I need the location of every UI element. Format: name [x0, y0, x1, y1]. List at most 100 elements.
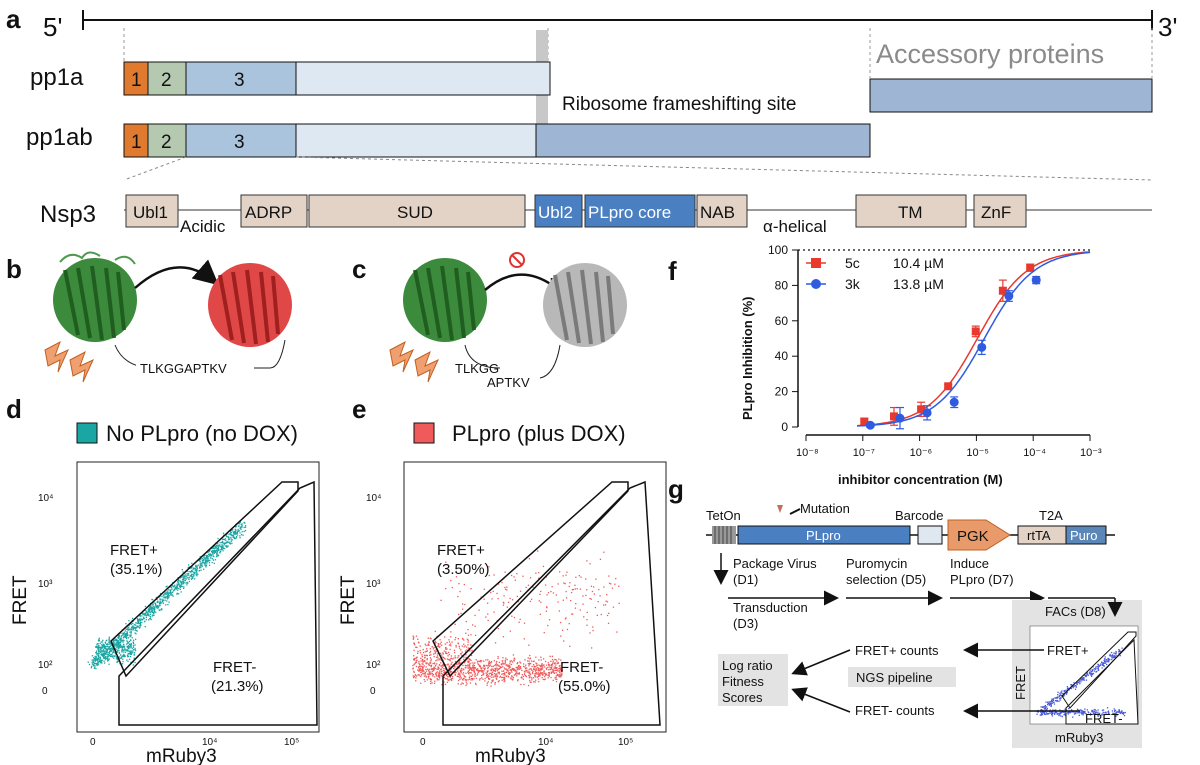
event-dot — [126, 645, 128, 647]
event-dot — [544, 678, 546, 680]
event-dot — [125, 623, 127, 625]
event-dot — [213, 550, 216, 553]
event-dot — [87, 661, 89, 663]
event-dot — [1079, 683, 1081, 685]
event-dot — [145, 616, 147, 619]
mutation-marker-icon — [777, 505, 783, 513]
event-dot — [99, 651, 101, 653]
event-dot — [562, 575, 564, 577]
event-dot — [433, 667, 436, 669]
event-dot — [1081, 709, 1083, 712]
event-dot — [1114, 709, 1117, 711]
event-dot — [502, 636, 505, 638]
event-dot — [597, 601, 599, 603]
event-dot — [529, 668, 531, 670]
legend-plpro: PLpro (plus DOX) — [452, 421, 626, 446]
event-dot — [208, 560, 210, 562]
legend-no-plpro: No PLpro (no DOX) — [106, 421, 298, 446]
event-dot — [229, 543, 232, 545]
step-puromycin: Puromycin — [846, 556, 907, 571]
event-dot — [129, 647, 131, 649]
event-dot — [449, 676, 451, 679]
event-dot — [186, 572, 188, 575]
event-dot — [132, 617, 134, 620]
event-dot — [1080, 681, 1082, 683]
event-dot — [95, 646, 98, 648]
event-dot — [115, 639, 117, 641]
event-dot — [125, 635, 127, 638]
event-dot — [586, 560, 588, 562]
event-dot — [430, 654, 432, 656]
event-dot — [494, 664, 496, 667]
event-dot — [112, 650, 114, 653]
event-dot — [205, 565, 208, 567]
event-dot — [103, 644, 105, 646]
event-dot — [197, 564, 199, 566]
event-dot — [1091, 711, 1093, 713]
event-dot — [477, 671, 479, 673]
event-dot — [550, 667, 552, 669]
y-tick-d: 0 — [42, 686, 48, 697]
event-dot — [1103, 658, 1106, 660]
event-dot — [459, 674, 461, 676]
event-dot — [1050, 700, 1052, 702]
event-dot — [453, 652, 456, 654]
event-dot — [512, 669, 514, 671]
event-dot — [608, 575, 610, 577]
domain-tm-label: TM — [898, 203, 923, 222]
event-dot — [488, 574, 490, 577]
event-dot — [504, 588, 507, 590]
event-dot — [224, 538, 226, 540]
event-dot — [220, 549, 222, 551]
event-dot — [494, 670, 496, 672]
step-transduction-day: (D3) — [733, 616, 758, 631]
event-dot — [102, 655, 104, 657]
event-dot — [566, 571, 568, 573]
event-dot — [130, 639, 132, 641]
event-dot — [94, 658, 96, 660]
step-induce: Induce — [950, 556, 989, 571]
event-dot — [496, 670, 499, 672]
event-dot — [153, 610, 155, 612]
event-dot — [212, 547, 214, 550]
event-dot — [1059, 709, 1061, 711]
event-dot — [1093, 713, 1095, 715]
event-dot — [1097, 666, 1100, 668]
event-dot — [560, 659, 562, 661]
event-dot — [494, 682, 496, 684]
event-dot — [544, 674, 547, 676]
event-dot — [522, 678, 524, 680]
event-dot — [117, 644, 119, 646]
event-dot — [181, 585, 183, 588]
event-dot — [539, 675, 541, 677]
event-dot — [104, 650, 106, 652]
event-dot — [97, 654, 99, 657]
event-dot — [1114, 713, 1116, 716]
event-dot — [418, 663, 421, 665]
event-dot — [460, 672, 462, 674]
gate-neg-label-d: FRET- — [213, 659, 256, 676]
event-dot — [119, 639, 121, 641]
event-dot — [200, 562, 202, 564]
event-dot — [446, 648, 448, 650]
event-dot — [1107, 658, 1110, 661]
event-dot — [429, 668, 431, 670]
event-dot — [121, 663, 124, 665]
event-dot — [518, 621, 520, 623]
event-dot — [195, 574, 197, 576]
event-dot — [93, 667, 96, 669]
event-dot — [145, 610, 147, 612]
event-dot — [179, 581, 181, 583]
event-dot — [131, 637, 133, 639]
event-dot — [119, 646, 121, 648]
event-dot — [106, 653, 108, 656]
event-dot — [530, 668, 532, 670]
event-dot — [551, 671, 553, 673]
event-dot — [593, 586, 595, 588]
event-dot — [1082, 710, 1085, 713]
data-point-5c — [1026, 263, 1035, 272]
log-ratio-label: Log ratio — [722, 658, 773, 673]
y-tick-label: 100 — [768, 243, 788, 257]
event-dot — [153, 608, 156, 611]
event-dot — [1043, 707, 1045, 709]
